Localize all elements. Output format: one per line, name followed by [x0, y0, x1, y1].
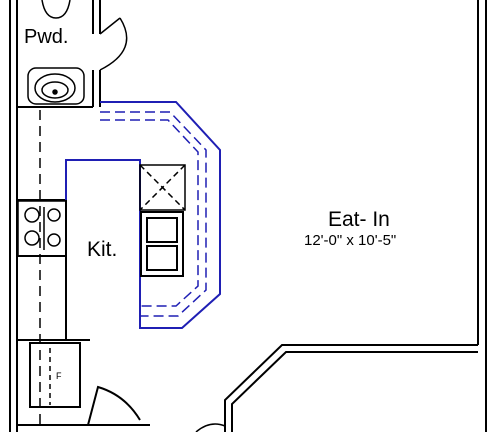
cooktop-outline — [17, 200, 67, 257]
island-dashed-edges — [100, 111, 207, 317]
kitchen-label: Kit. — [87, 238, 117, 261]
sink-counter — [27, 67, 85, 105]
dishwasher — [139, 164, 186, 211]
bay-wall-outer — [224, 344, 478, 432]
bay-wall — [195, 344, 478, 432]
refrigerator-label: F — [56, 371, 62, 381]
refrigerator — [29, 342, 81, 408]
dishwasher-outline — [139, 164, 186, 211]
refrigerator-outline — [29, 342, 81, 408]
sink-basin-outer — [34, 73, 76, 103]
lower-door — [17, 385, 150, 426]
powder-door-swing-arc — [99, 17, 128, 71]
dishwasher-diag-2 — [139, 164, 186, 211]
eat-in-dimensions: 12'-0" x 10'-5" — [304, 232, 396, 249]
bay-wall-inner — [231, 351, 478, 432]
powder-room-walls — [17, 0, 101, 108]
kitchen-sink — [140, 211, 184, 277]
burner-1 — [24, 207, 40, 223]
sink-bowl-1 — [146, 217, 178, 243]
cooktop — [17, 200, 67, 257]
island-outline — [65, 101, 221, 329]
bay-door-arc — [195, 423, 226, 432]
sink-bowl-2 — [146, 245, 178, 271]
kitchen-island — [65, 101, 221, 329]
exterior-walls — [9, 0, 487, 432]
sink-basin-inner — [41, 81, 69, 99]
burner-3 — [47, 208, 61, 222]
eat-in-label: Eat- In — [328, 208, 390, 231]
toilet-fixture — [41, 0, 71, 19]
sink-drain — [52, 89, 58, 95]
kitchen-sink-outline — [140, 211, 184, 277]
powder-door — [99, 17, 128, 71]
burner-2 — [24, 230, 40, 246]
powder-door-leaf — [99, 17, 121, 35]
island-dashed-inner-1 — [100, 111, 207, 317]
powder-room-label: Pwd. — [24, 26, 68, 48]
burner-4 — [47, 233, 61, 247]
powder-sink — [27, 67, 85, 105]
lower-door-swing — [87, 385, 141, 426]
toilet-bowl — [41, 0, 71, 19]
